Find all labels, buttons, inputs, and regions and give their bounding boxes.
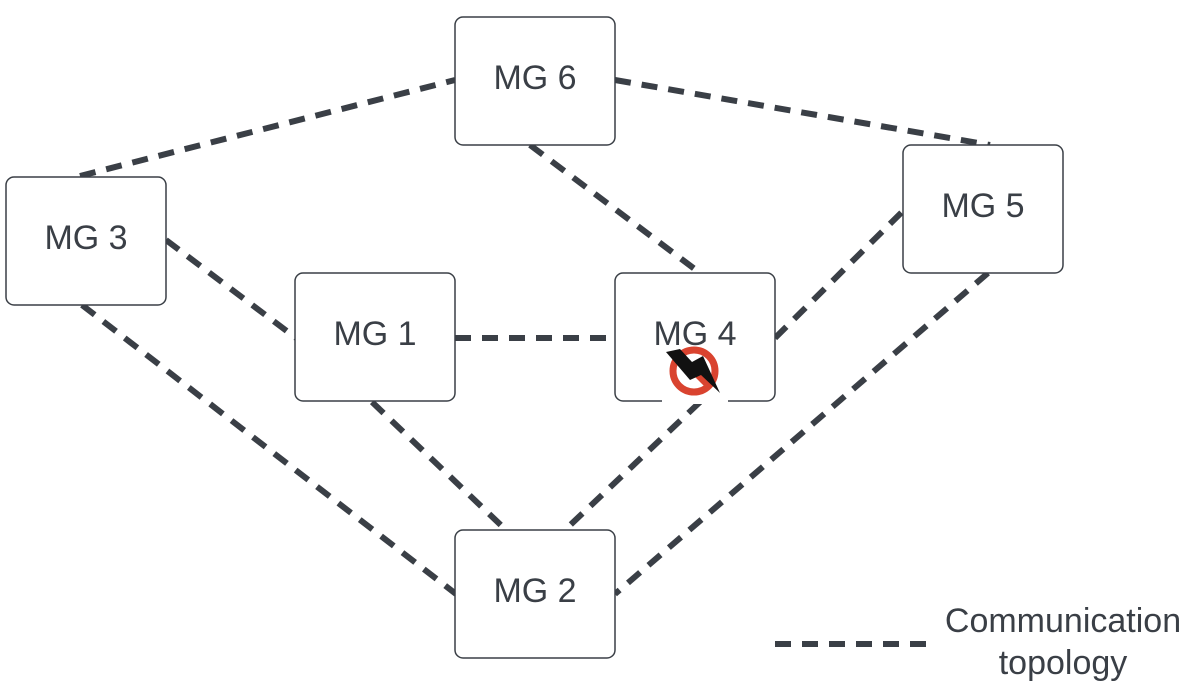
node-mg2: MG 2 [454, 529, 616, 659]
node-mg4: MG 4 [614, 272, 776, 402]
edge-mg6-mg5 [614, 77, 991, 148]
node-label: MG 6 [493, 59, 576, 97]
legend-label-line1: Communication [945, 602, 1181, 640]
edge-mg3-mg2 [80, 302, 458, 597]
node-label: MG 2 [493, 572, 576, 610]
legend: Communication topology [775, 602, 1181, 682]
node-mg1: MG 1 [294, 272, 456, 402]
edge-mg4-mg2 [562, 399, 703, 533]
edge-mg5-mg2 [613, 270, 990, 597]
legend-label-line2: topology [999, 644, 1128, 682]
node-label: MG 1 [333, 315, 416, 353]
no-power-icon [662, 346, 728, 404]
node-mg3: MG 3 [5, 176, 167, 306]
node-mg5: MG 5 [902, 144, 1064, 274]
node-mg6: MG 6 [454, 16, 616, 146]
edge-mg3-mg6 [79, 77, 456, 179]
node-label: MG 5 [941, 187, 1024, 225]
edge-mg1-mg2 [369, 399, 509, 533]
edge-mg6-mg4 [528, 142, 702, 276]
edge-mg4-mg5 [772, 207, 907, 341]
edge-mg3-mg1 [164, 237, 298, 341]
node-label: MG 3 [44, 219, 127, 257]
edges-layer [79, 77, 991, 597]
